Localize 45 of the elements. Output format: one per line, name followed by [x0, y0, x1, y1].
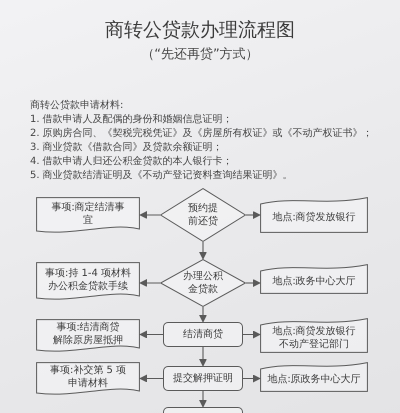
arrow [199, 347, 207, 366]
materials-item: 2. 原购房合同、《契税完税凭证》及《房屋所有权证》或《不动产权证书》； [30, 127, 373, 141]
note-shape [260, 197, 368, 233]
decision-text: 预约提前还贷 [187, 202, 219, 228]
note-shape [36, 362, 140, 397]
note-text: 事项:商定结清事宜 [50, 200, 126, 226]
diagram-subtitle: （“先还再贷”方式） [140, 46, 260, 64]
note-text: 地点:原政务中心大厅 [266, 373, 362, 386]
step-text: 结清商贷 [182, 328, 224, 341]
decision-diamond [160, 188, 246, 242]
arrow [140, 211, 160, 219]
note-text: 地点:商贷发放银行不动产登记部门 [271, 325, 357, 351]
process-box [163, 366, 243, 391]
note-text: 地点:政务中心大厅 [271, 275, 357, 288]
note-shape [260, 264, 368, 294]
materials-heading: 商转公贷款申请材料: [30, 99, 124, 113]
materials-item: 4. 借款申请人归还公积金贷款的本人银行卡； [30, 155, 233, 169]
arrow [199, 242, 207, 260]
note-text: 事项:结清商贷解除原房屋抵押 [52, 321, 124, 347]
decision-diamond [160, 259, 246, 307]
note-text: 地点:商贷发放银行 [271, 211, 357, 224]
materials-item: 1. 借款申请人及配偶的身份和婚姻信息证明； [30, 113, 233, 127]
diagram-title: 商转公贷款办理流程图 [104, 18, 296, 42]
process-box [163, 322, 243, 347]
note-shape [260, 362, 368, 392]
arrow [140, 330, 163, 338]
note-shape [260, 318, 368, 353]
arrow [199, 307, 207, 322]
note-shape [36, 197, 140, 235]
note-shape [36, 262, 140, 302]
materials-item: 5. 商业贷款结清证明及《不动产登记资料查询结果证明》。 [30, 169, 293, 183]
note-shape [36, 319, 140, 354]
decision-text: 办理公积金贷款 [182, 270, 224, 296]
arrow [243, 374, 260, 382]
materials-item: 3. 商业贷款《借款合同》及贷款余额证明； [30, 141, 223, 155]
arrow [246, 211, 260, 219]
note-text: 事项:持 1-4 项材料办公积金贷款手续 [44, 266, 132, 292]
arrow [246, 279, 260, 287]
process-box [163, 407, 243, 413]
arrow [140, 279, 160, 287]
arrow [140, 374, 163, 382]
arrow [199, 391, 207, 408]
arrow [243, 330, 260, 338]
note-text: 事项:补交第 5 项申请材料 [48, 364, 128, 390]
step-text: 提交解押证明 [172, 372, 234, 385]
